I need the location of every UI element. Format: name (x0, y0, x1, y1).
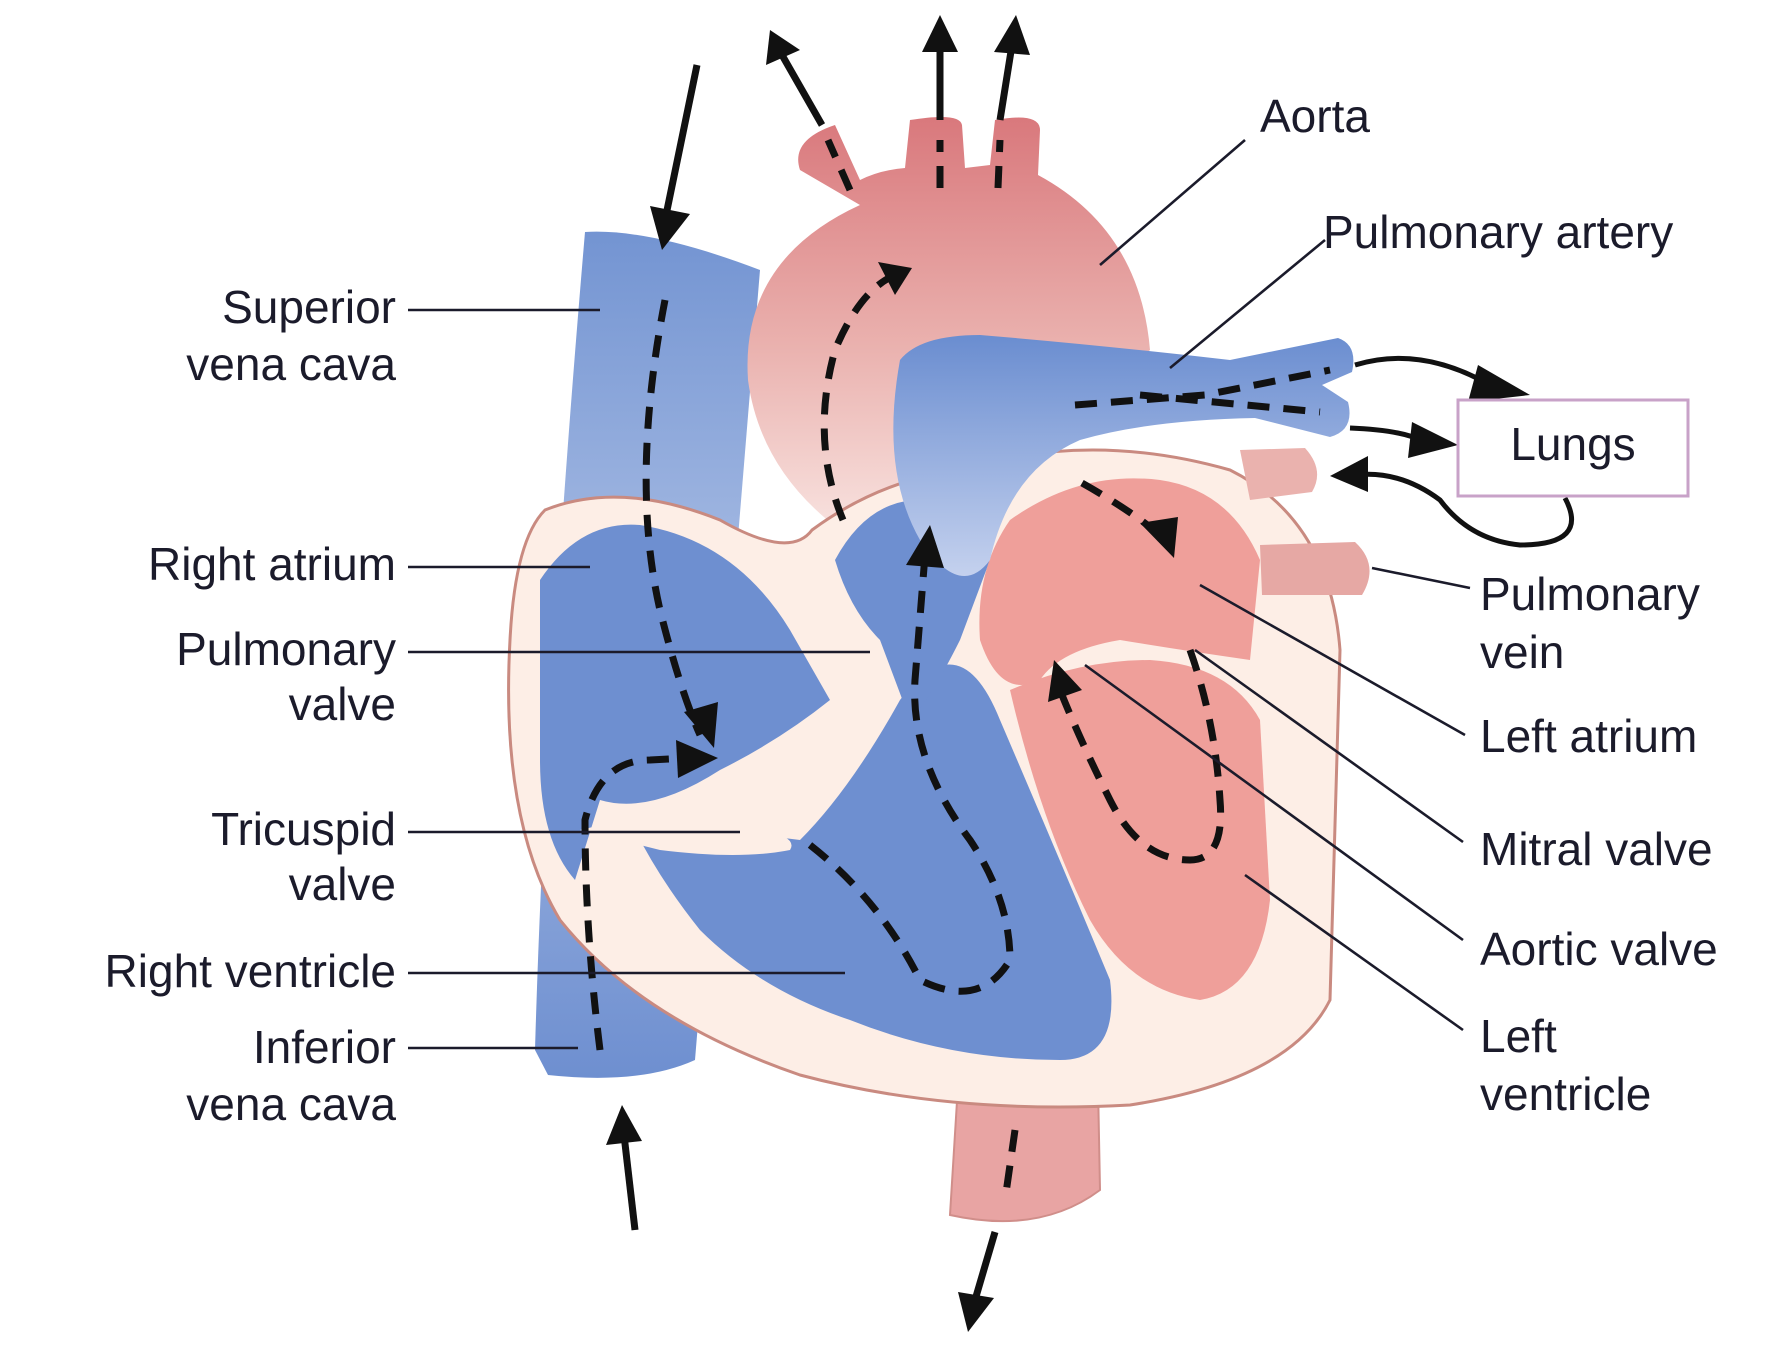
branch-left-arrow (782, 55, 822, 125)
label-inferior-vena-cava-1: Inferior (253, 1021, 396, 1073)
to-lungs-curve-upper (1355, 358, 1490, 385)
to-lungs-curve-lower (1350, 428, 1420, 440)
label-pulmonary-valve-1: Pulmonary (176, 623, 396, 675)
ivc-inflow-arrow (624, 1135, 635, 1230)
label-inferior-vena-cava-2: vena cava (186, 1078, 396, 1130)
from-lungs-arrowhead (1330, 456, 1368, 492)
label-superior-vena-cava-2: vena cava (186, 338, 396, 390)
label-superior-vena-cava-1: Superior (222, 281, 396, 333)
heart-illustration (509, 117, 1370, 1221)
svc-inflow-arrow (665, 65, 697, 220)
label-pulmonary-artery: Pulmonary artery (1323, 206, 1673, 258)
descending-arrowhead (958, 1292, 994, 1332)
branch-right-arrow (1000, 45, 1012, 120)
leader-aorta (1100, 140, 1245, 265)
ivc-inflow-arrowhead (606, 1105, 642, 1145)
lungs-label: Lungs (1510, 418, 1635, 470)
descending-arrow (975, 1232, 995, 1300)
label-pulmonary-vein-1: Pulmonary (1480, 568, 1700, 620)
branch-right-arrowhead (994, 15, 1030, 55)
leader-pulmonary-vein (1372, 568, 1470, 588)
label-left-atrium: Left atrium (1480, 710, 1697, 762)
label-left-ventricle-1: Left (1480, 1010, 1557, 1062)
label-right-atrium: Right atrium (148, 538, 396, 590)
label-tricuspid-valve-2: valve (289, 858, 396, 910)
pulmonary-vein-upper (1240, 448, 1317, 500)
pulmonary-vein-lower (1260, 542, 1370, 595)
to-lungs-arrowhead-upper (1468, 365, 1530, 402)
to-lungs-arrowhead-lower (1408, 422, 1458, 458)
label-pulmonary-valve-2: valve (289, 678, 396, 730)
lungs-box: Lungs (1458, 400, 1688, 496)
label-tricuspid-valve-1: Tricuspid (211, 803, 396, 855)
branch-mid-arrowhead (922, 15, 958, 52)
label-mitral-valve: Mitral valve (1480, 823, 1713, 875)
label-aortic-valve: Aortic valve (1480, 923, 1718, 975)
label-aorta: Aorta (1260, 90, 1370, 142)
label-right-ventricle: Right ventricle (105, 945, 396, 997)
label-left-ventricle-2: ventricle (1480, 1068, 1651, 1120)
label-pulmonary-vein-2: vein (1480, 626, 1564, 678)
